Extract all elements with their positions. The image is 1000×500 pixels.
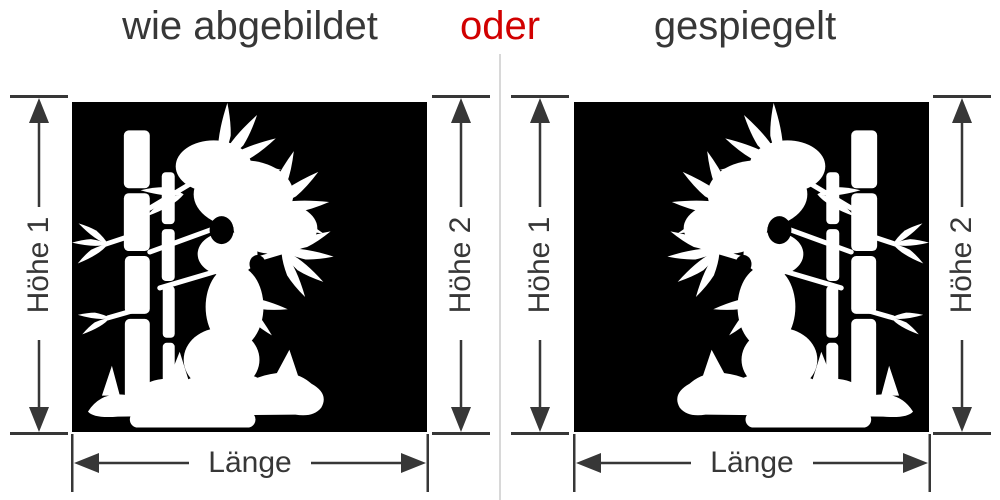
panel-divider-line [499, 54, 501, 500]
height1-label: Höhe 1 [22, 216, 55, 314]
length-dimension-mirrored: Länge [573, 434, 931, 496]
bamboo-decal-graphic-mirrored [574, 102, 929, 432]
decal-preview-mirrored [574, 102, 929, 432]
option-title-mirrored: gespiegelt [653, 4, 837, 48]
decal-preview-original [72, 102, 427, 432]
height2-dimension-mirrored: Höhe 2 [931, 95, 993, 435]
bamboo-decal-graphic [72, 102, 427, 432]
height2-label: Höhe 2 [945, 216, 978, 314]
length-dimension-original: Länge [71, 434, 429, 496]
height2-dimension-original: Höhe 2 [430, 95, 492, 435]
height2-label: Höhe 2 [444, 216, 477, 314]
height1-label: Höhe 1 [523, 216, 556, 314]
option-title-original: wie abgebildet [122, 4, 378, 48]
option-connector-oder: oder [459, 4, 541, 48]
length-label: Länge [710, 446, 794, 479]
height1-dimension-mirrored: Höhe 1 [509, 95, 571, 435]
length-label: Länge [208, 446, 292, 479]
height1-dimension-original: Höhe 1 [8, 95, 70, 435]
